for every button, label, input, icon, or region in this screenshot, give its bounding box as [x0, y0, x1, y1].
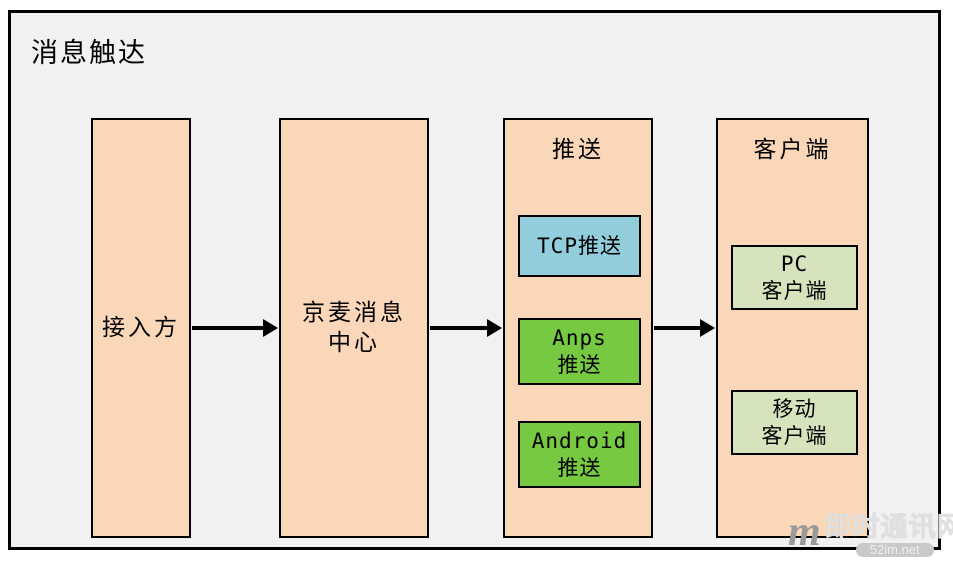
arrow-access-to-center [192, 319, 278, 337]
node-android-push-line2: 推送 [557, 455, 602, 480]
group-client: 客户端 PC 客户端 移动 客户端 [716, 118, 869, 538]
group-client-header: 客户端 [753, 137, 832, 162]
arrow-push-to-client [654, 319, 715, 337]
node-message-center-label: 京麦消息 中心 [281, 120, 427, 536]
node-pc-client: PC 客户端 [731, 245, 858, 310]
watermark-brand: 即时通讯网 [824, 512, 953, 542]
node-tcp-push-label: TCP推送 [537, 233, 622, 258]
watermark-m-logo-icon: m [788, 509, 821, 555]
node-mobile-client: 移动 客户端 [731, 390, 858, 455]
watermark: m 即时通讯网 52im.net [788, 509, 953, 560]
node-anps-push-line2: 推送 [557, 352, 602, 377]
node-anps-push-line1: Anps [552, 326, 607, 351]
group-push-header: 推送 [552, 137, 604, 162]
message-center-label-line2: 中心 [328, 330, 380, 355]
watermark-text: 即时通讯网 52im.net [825, 512, 953, 557]
message-center-label-line1: 京麦消息 [302, 300, 406, 326]
node-pc-client-line1: PC [780, 252, 809, 277]
diagram-title: 消息触达 [31, 38, 147, 68]
node-message-center: 京麦消息 中心 [279, 118, 429, 538]
node-pc-client-line2: 客户端 [761, 278, 828, 303]
watermark-domain: 52im.net [855, 543, 934, 557]
node-mobile-client-line2: 客户端 [761, 423, 828, 448]
node-android-push: Android 推送 [518, 421, 641, 488]
node-android-push-line1: Android [531, 429, 628, 454]
group-push: 推送 TCP推送 Anps 推送 Android 推送 [503, 118, 653, 538]
access-party-label-text: 接入方 [102, 315, 180, 341]
node-tcp-push: TCP推送 [518, 215, 641, 277]
diagram-frame: 消息触达 接入方 京麦消息 中心 推送 TCP推送 Anps 推送 [8, 10, 941, 550]
node-mobile-client-line1: 移动 [772, 397, 817, 422]
node-access-party-label: 接入方 [93, 120, 189, 536]
arrow-center-to-push [430, 319, 502, 337]
node-anps-push: Anps 推送 [518, 318, 641, 385]
node-access-party: 接入方 [91, 118, 191, 538]
